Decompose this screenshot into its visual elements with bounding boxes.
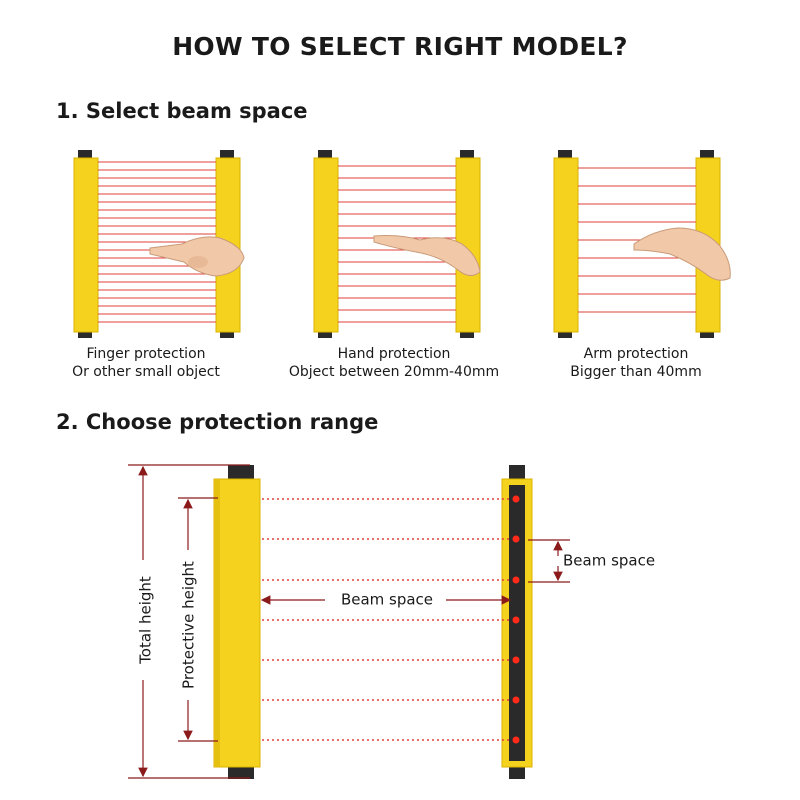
caption-finger-line2: Or other small object xyxy=(72,364,220,380)
protective-height-label: Protective height xyxy=(180,561,198,689)
finger-protection-illustration xyxy=(70,150,270,340)
beam-space-center-label: Beam space xyxy=(341,591,433,609)
caption-hand-line1: Hand protection xyxy=(337,346,451,362)
total-height-dimension xyxy=(128,464,250,779)
right-light-curtain-bar xyxy=(501,478,533,768)
hand-icon xyxy=(373,235,481,276)
protective-height-dimension xyxy=(178,497,218,742)
right-bar-bottom-cap xyxy=(509,763,525,779)
caption-arm: Arm protection Bigger than 40mm xyxy=(506,345,766,381)
beam-space-right-label: Beam space xyxy=(563,552,655,570)
caption-arm-line1: Arm protection xyxy=(583,346,689,362)
step2-heading: 2. Choose protection range xyxy=(56,410,379,434)
left-bar-top-cap xyxy=(228,465,254,483)
caption-finger-line1: Finger protection xyxy=(86,346,206,362)
left-light-curtain-bar xyxy=(213,478,261,768)
hand-protection-illustration xyxy=(310,150,510,340)
page-title: HOW TO SELECT RIGHT MODEL? xyxy=(172,32,628,61)
beams xyxy=(262,498,512,741)
right-bar-top-cap xyxy=(509,465,525,481)
step1-heading: 1. Select beam space xyxy=(56,99,308,123)
beam-space-right-dimension xyxy=(528,539,570,583)
right-bar-window xyxy=(509,485,525,761)
caption-hand-line2: Object between 20mm-40mm xyxy=(288,364,500,380)
beam-emitter-dots xyxy=(512,495,520,744)
finger-hand-icon xyxy=(149,236,245,277)
total-height-label: Total height xyxy=(137,576,155,665)
arm-protection-illustration xyxy=(550,150,750,340)
caption-arm-line2: Bigger than 40mm xyxy=(570,364,702,380)
caption-finger: Finger protection Or other small object xyxy=(16,345,276,381)
caption-hand: Hand protection Object between 20mm-40mm xyxy=(264,345,524,381)
arm-icon xyxy=(633,227,731,281)
left-bar-bottom-cap xyxy=(228,763,254,779)
